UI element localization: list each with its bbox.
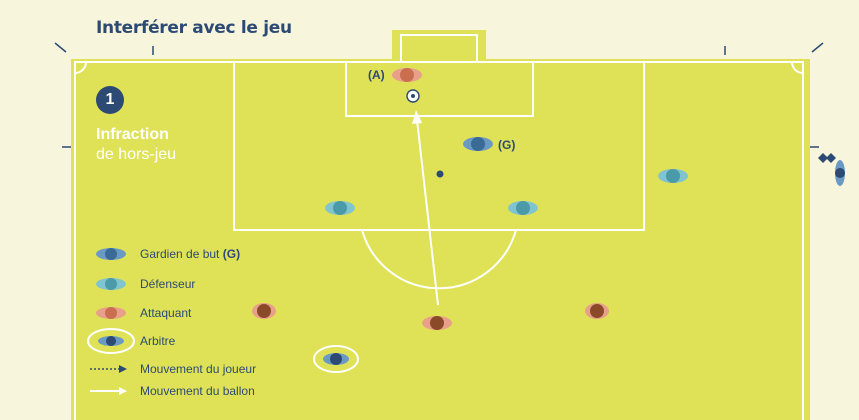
defender (508, 201, 538, 215)
infraction-title: Infraction (96, 126, 169, 143)
defender (658, 169, 688, 183)
legend-attacker-label: Attaquant (140, 306, 192, 320)
legend-referee-icon (87, 328, 135, 354)
legend-defender-label: Défenseur (140, 277, 196, 291)
legend-goalkeeper-tag: (G) (222, 247, 241, 261)
legend-attacker-icon (96, 307, 126, 319)
attacker (585, 303, 609, 319)
legend-goalkeeper-label: Gardien de but (140, 247, 220, 261)
pitch-lines (74, 34, 804, 420)
corner-ticks (54, 42, 824, 148)
legend-player-movement-icon (90, 365, 127, 373)
infraction-subtitle: de hors-jeu (96, 146, 177, 163)
ball (406, 89, 420, 103)
referee (313, 345, 359, 373)
attacker-a-label: (A) (368, 68, 385, 82)
goalkeeper (463, 137, 493, 151)
legend-goalkeeper: Gardien de but (G) (140, 247, 240, 261)
attacker (422, 316, 452, 330)
penalty-spot (436, 170, 444, 178)
pitch (71, 59, 810, 420)
legend-ball-movement-label: Mouvement du ballon (140, 384, 255, 398)
page-title: Interférer avec le jeu (96, 18, 292, 38)
legend-player-movement-label: Mouvement du joueur (140, 362, 257, 376)
legend-defender-icon (96, 278, 126, 290)
step-number-badge: 1 (96, 86, 124, 114)
assistant-referee (818, 153, 845, 186)
goalkeeper-g-label: (G) (498, 138, 516, 152)
defender (325, 201, 355, 215)
legend-referee-label: Arbitre (140, 334, 176, 348)
legend-ball-movement-icon (90, 387, 127, 395)
legend-goalkeeper-icon (96, 248, 126, 260)
ball-movement-arrow (412, 110, 439, 306)
attacker-a (392, 68, 422, 82)
attacker (252, 303, 276, 319)
